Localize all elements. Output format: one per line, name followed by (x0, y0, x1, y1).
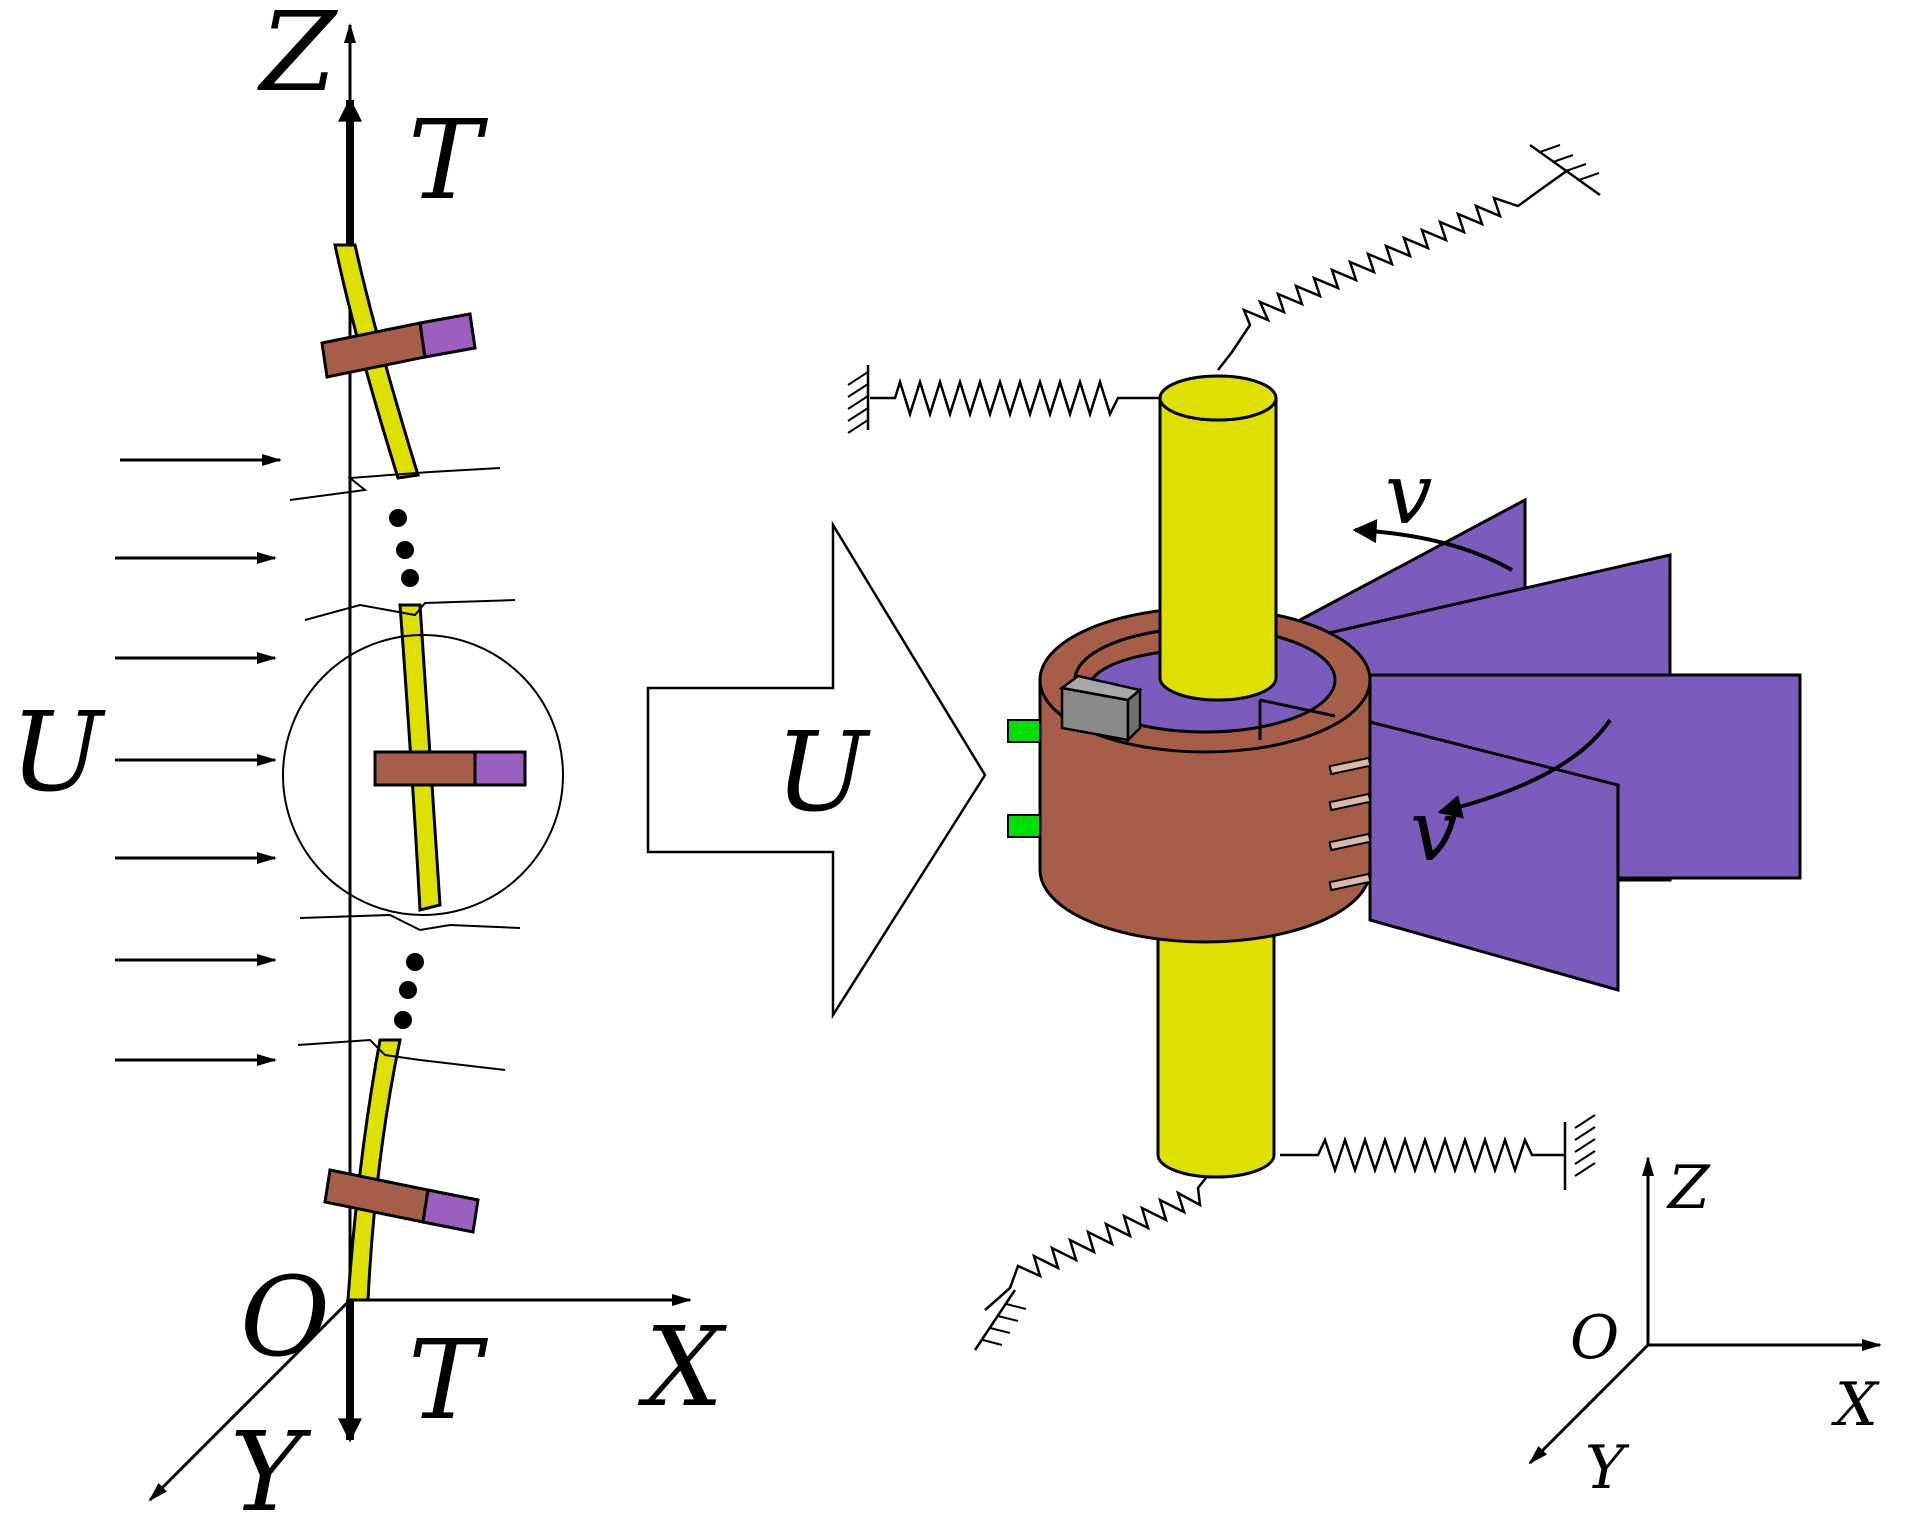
blade-front (1368, 720, 1620, 992)
z-axis-label: Z (257, 0, 338, 116)
right-coordinate-axes (1528, 1156, 1882, 1465)
rotation-arrow-top (1352, 519, 1513, 572)
cylinder-lower (1156, 898, 1276, 1179)
y-axis-line (148, 1298, 352, 1502)
big-flow-arrow (646, 520, 987, 1020)
blade-block (473, 750, 527, 787)
harvester-top (320, 312, 477, 379)
sensor-upper (1007, 719, 1041, 743)
spring-left (870, 377, 1160, 419)
flow-velocity-label: U (10, 688, 106, 816)
harvester-middle (373, 750, 527, 787)
flow-arrows (115, 454, 282, 1066)
velocity-label-top: v (1385, 445, 1432, 543)
ring-block (373, 750, 477, 787)
break-lines (289, 467, 521, 1071)
continuation-dots (389, 509, 424, 1029)
right-y-axis-label: Y (1585, 1433, 1630, 1503)
tension-label-bottom: T (408, 1316, 489, 1444)
sensor-lower (1007, 814, 1041, 838)
tension-label-top: T (408, 96, 489, 224)
ring-block (320, 321, 427, 379)
right-origin-label: O (1570, 1303, 1619, 1373)
mass-block (1058, 674, 1143, 744)
zoom-circle (282, 634, 564, 916)
y-axis-label: Y (230, 1408, 312, 1528)
right-z-axis-label: Z (1666, 1153, 1711, 1223)
spring-lower-left (984, 1169, 1213, 1311)
blade-block (421, 1188, 480, 1234)
green-sensors (1007, 719, 1041, 838)
spring-upper-right (1217, 168, 1569, 371)
springs (866, 143, 1601, 1351)
origin-label: O (240, 1253, 330, 1381)
x-axis-label: X (637, 1303, 727, 1431)
cylinder-upper (1158, 374, 1278, 702)
right-x-axis-label: X (1831, 1370, 1880, 1440)
velocity-label-bottom: v (1410, 782, 1457, 880)
big-arrow-flow-label: U (775, 708, 871, 836)
harvester-bottom (323, 1168, 480, 1234)
ground-hatches (847, 144, 1600, 1346)
rotation-arrow-bottom (1437, 718, 1612, 819)
ring-slots (1328, 756, 1372, 892)
blade-block (418, 312, 477, 359)
riser-bottom-segment (346, 1038, 402, 1302)
spring-right (1280, 1136, 1565, 1174)
